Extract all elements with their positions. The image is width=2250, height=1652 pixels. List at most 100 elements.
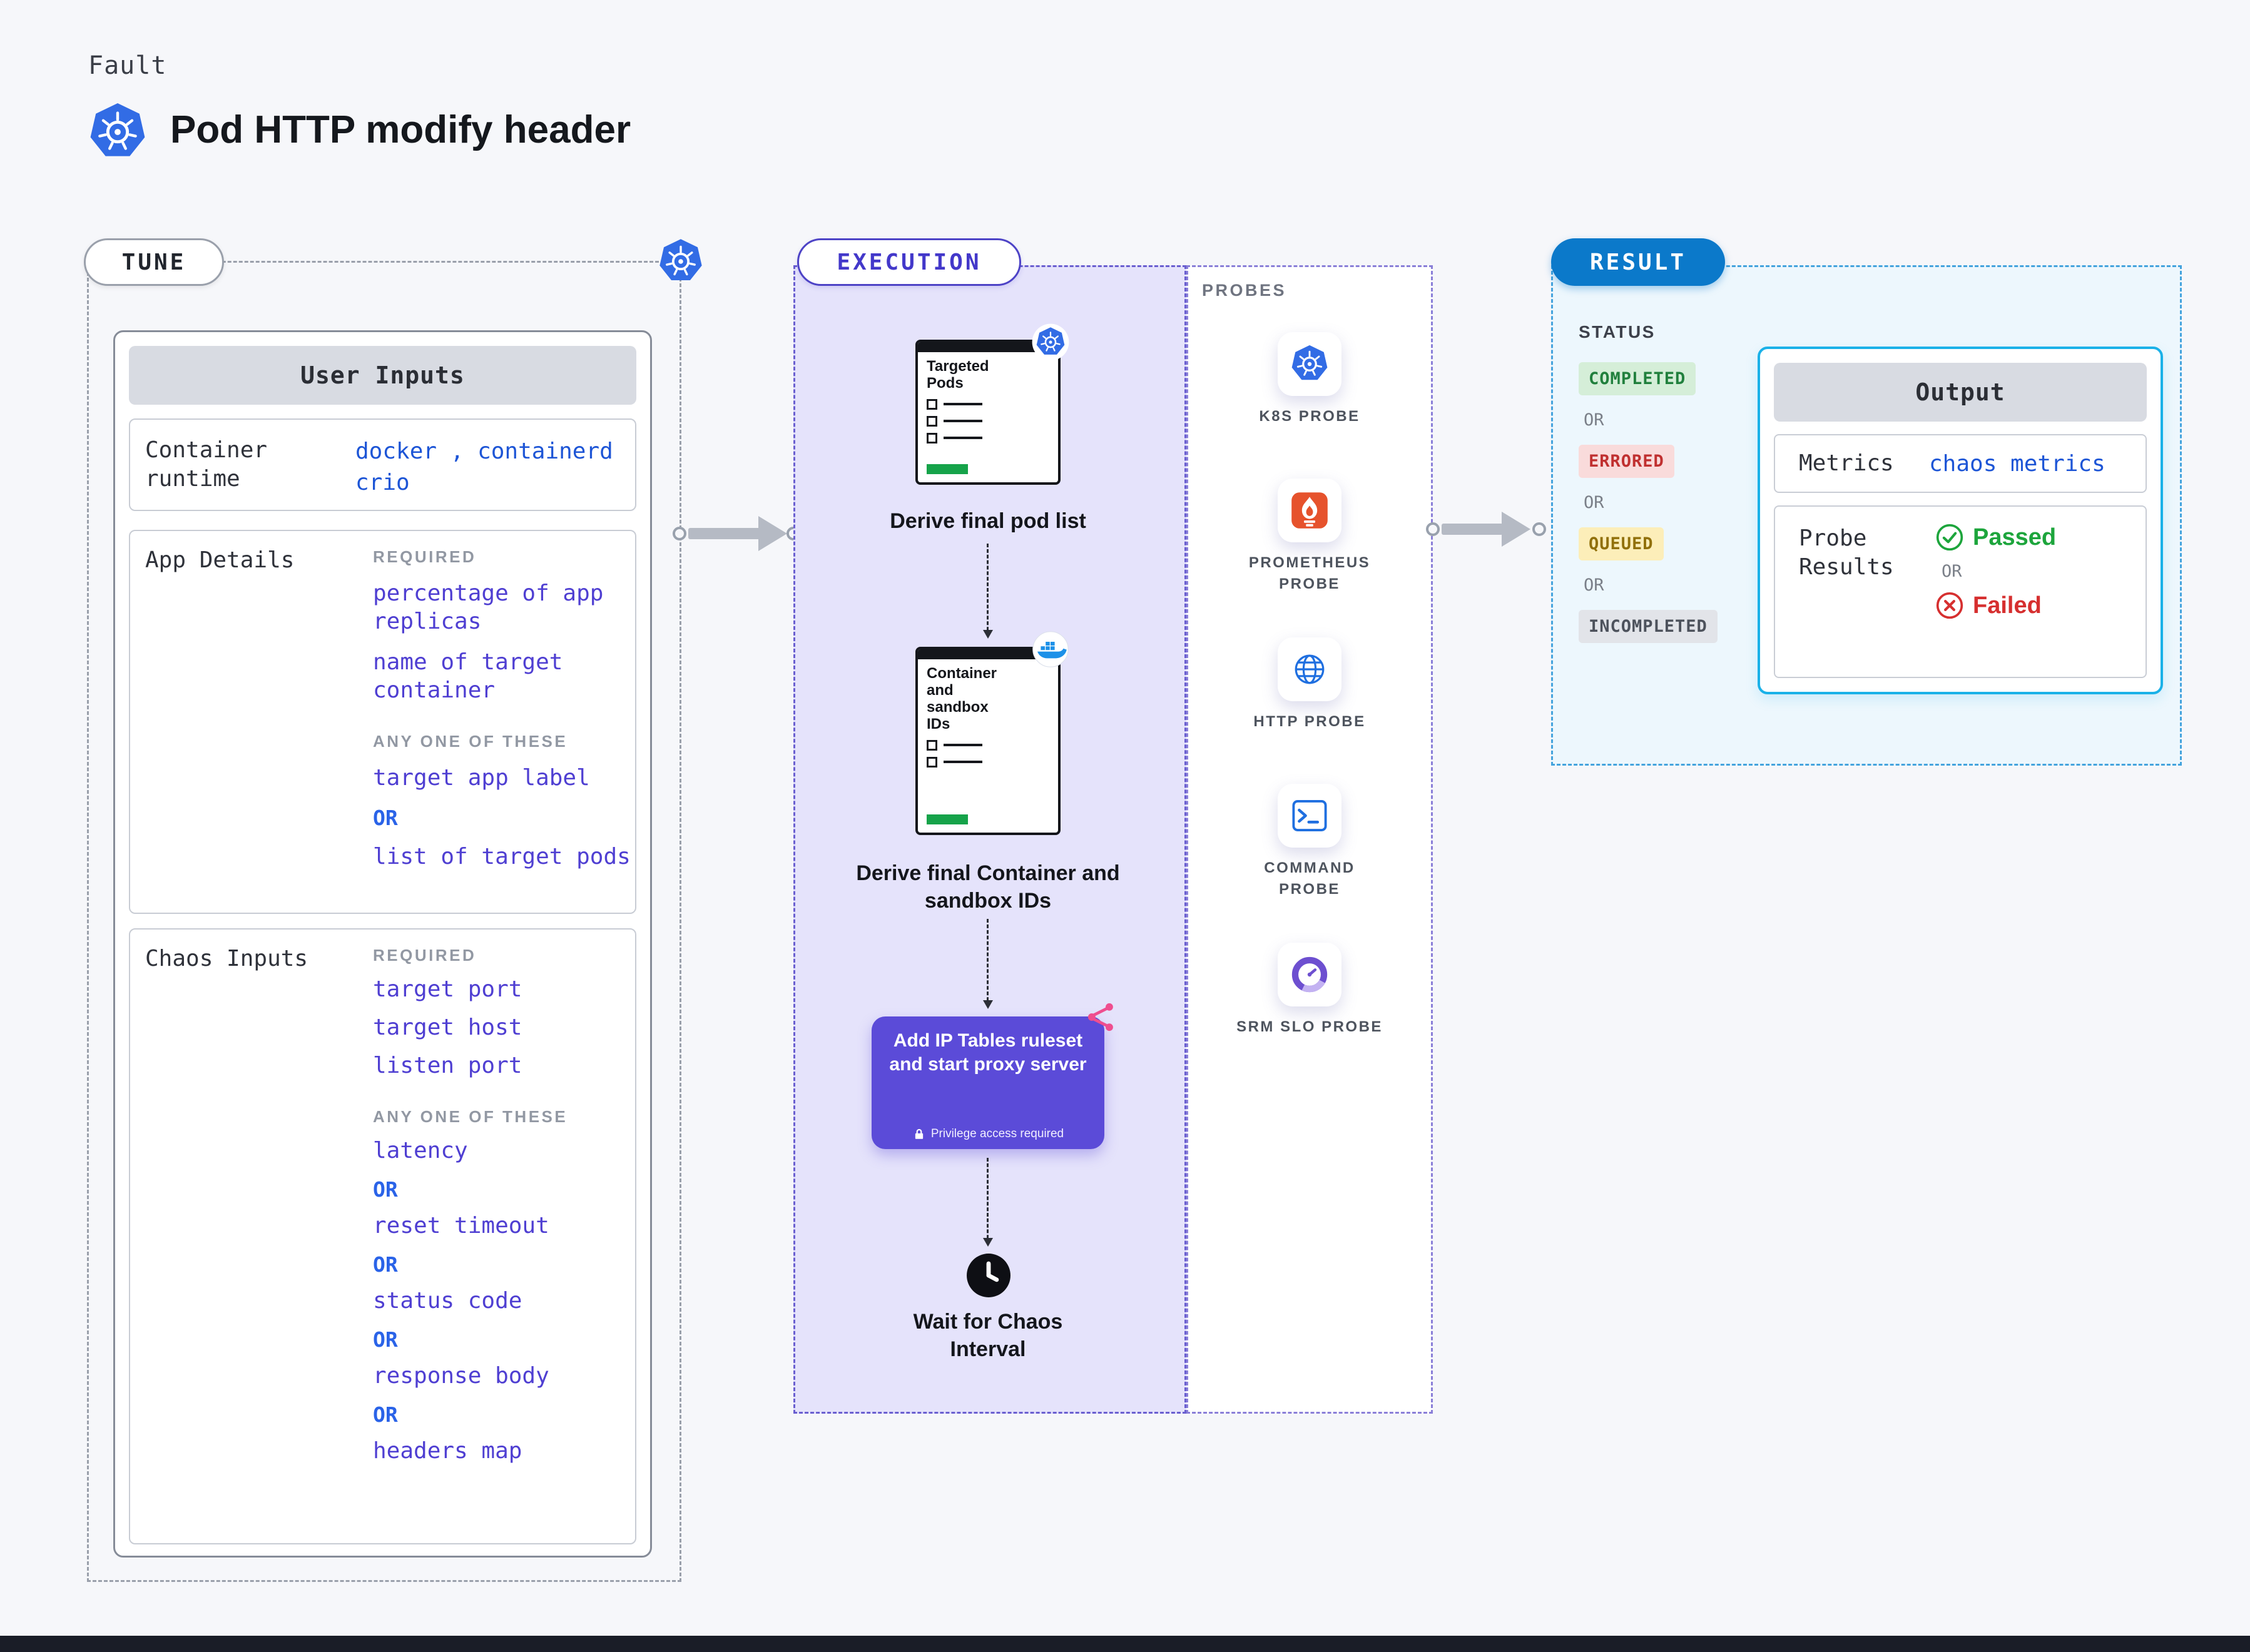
fault-kicker: Fault	[88, 51, 167, 80]
kubernetes-icon	[87, 101, 148, 163]
k8s-probe-icon	[1278, 332, 1341, 396]
output-title: Output	[1774, 363, 2147, 422]
check-circle-icon	[1935, 523, 1964, 552]
list-line	[944, 744, 982, 746]
connector-dot	[1532, 522, 1546, 536]
card-titlebar	[918, 342, 1058, 352]
input-item: list of target pods	[373, 844, 631, 869]
container-ids-card: Container and sandbox IDs	[915, 647, 1061, 835]
app-details-group: App Details REQUIRED percentage of app r…	[129, 530, 636, 914]
checklist-row	[918, 430, 1058, 447]
runtime-separator: ,	[437, 438, 478, 464]
or-label: OR	[1584, 493, 1604, 512]
result-section: STATUS COMPLETED OR ERRORED OR QUEUED OR…	[1551, 265, 2182, 766]
failed-line: Failed	[1935, 591, 2056, 620]
docker-icon	[1032, 631, 1069, 668]
http-probe-icon	[1278, 637, 1341, 701]
privilege-badge: Privilege access required	[872, 1127, 1104, 1141]
any-one-label: ANY ONE OF THESE	[373, 1107, 568, 1126]
step-caption: Derive final Container and sandbox IDs	[856, 861, 1120, 913]
input-item: target app label	[373, 765, 590, 791]
action-text: Add IP Tables ruleset and start proxy se…	[889, 1030, 1087, 1075]
list-line	[944, 403, 982, 406]
lock-icon	[915, 1128, 924, 1139]
targeted-pods-card: Targeted Pods	[915, 340, 1061, 485]
kubernetes-icon	[1032, 323, 1069, 361]
probe-results-label: Probe Results	[1799, 525, 1894, 580]
input-item: listen port	[373, 1053, 522, 1078]
output-card: Output Metrics chaos metrics Probe Resul…	[1758, 347, 2163, 694]
input-item: response body	[373, 1363, 549, 1389]
probe-srm-slo: SRM SLO PROBE	[1188, 943, 1431, 1038]
passed-label: Passed	[1973, 524, 2057, 550]
probes-label: PROBES	[1202, 281, 1287, 300]
status-badge-queued: QUEUED	[1579, 527, 1664, 560]
checkbox-icon	[927, 415, 937, 427]
checklist-row	[918, 754, 1058, 771]
srm-slo-probe-icon	[1278, 943, 1341, 1006]
input-item: target host	[373, 1015, 522, 1040]
passed-line: Passed	[1935, 523, 2056, 552]
list-line	[944, 437, 982, 440]
status-label: STATUS	[1579, 322, 1656, 342]
probe-label: SRM SLO PROBE	[1236, 1018, 1383, 1035]
probes-section: PROBES K8S PROBE PROMETHEUS PROBE HTTP P…	[1186, 265, 1433, 1414]
failed-label: Failed	[1973, 592, 2042, 619]
required-label: REQUIRED	[373, 946, 477, 965]
list-line	[944, 761, 982, 763]
checklist-row	[918, 737, 1058, 754]
privilege-badge-text: Privilege access required	[930, 1127, 1064, 1140]
required-label: REQUIRED	[373, 547, 477, 566]
input-item: status code	[373, 1288, 522, 1314]
chaos-icon	[1084, 1000, 1118, 1034]
checkbox-icon	[927, 756, 937, 768]
probe-label: HTTP PROBE	[1253, 713, 1366, 730]
progress-bar	[927, 814, 968, 824]
checkbox-icon	[927, 739, 937, 751]
iptables-action-box: Add IP Tables ruleset and start proxy se…	[872, 1016, 1104, 1149]
or-label: OR	[1942, 562, 1962, 581]
footer-bar	[0, 1636, 2250, 1652]
input-item: latency	[373, 1138, 468, 1163]
probe-command: COMMAND PROBE	[1188, 784, 1431, 899]
input-item: target port	[373, 976, 522, 1002]
flow-arrowhead	[1502, 512, 1530, 547]
probe-k8s: K8S PROBE	[1188, 332, 1431, 427]
container-runtime-row: Container runtime docker , containerd cr…	[129, 418, 636, 511]
probe-label: K8S PROBE	[1259, 408, 1360, 425]
flow-arrow	[1442, 524, 1503, 535]
connector-dot	[673, 527, 686, 540]
wait-caption: Wait for Chaos Interval	[913, 1310, 1063, 1362]
flow-arrowhead	[758, 516, 787, 551]
page-title: Pod HTTP modify header	[170, 108, 631, 151]
flow-connector	[983, 544, 993, 639]
runtime-value: containerd	[477, 438, 613, 464]
connector-dot	[1426, 522, 1440, 536]
probe-http: HTTP PROBE	[1188, 637, 1431, 732]
probe-results-row: Probe Results Passed OR Failed	[1774, 505, 2147, 678]
input-item: headers map	[373, 1438, 522, 1464]
tune-section	[87, 261, 681, 1582]
status-badge-errored: ERRORED	[1579, 445, 1674, 478]
container-runtime-label: Container runtime	[145, 437, 268, 492]
input-item: reset timeout	[373, 1213, 549, 1239]
metrics-row: Metrics chaos metrics	[1774, 434, 2147, 493]
checkbox-icon	[927, 432, 937, 443]
probe-label: PROMETHEUS PROBE	[1248, 554, 1371, 592]
input-item: name of target container	[373, 649, 563, 703]
status-list: COMPLETED OR ERRORED OR QUEUED OR INCOMP…	[1579, 362, 1718, 643]
or-label: OR	[373, 806, 398, 830]
runtime-value: docker	[355, 438, 437, 464]
kubernetes-icon	[657, 238, 705, 285]
list-line	[944, 420, 982, 423]
chaos-inputs-group: Chaos Inputs REQUIRED target port target…	[129, 928, 636, 1544]
execution-section: Targeted Pods Derive final pod list Cont…	[793, 265, 1186, 1414]
or-label: OR	[373, 1177, 398, 1202]
runtime-value: crio	[355, 470, 410, 495]
input-item: percentage of app replicas	[373, 580, 604, 634]
app-details-label: App Details	[145, 547, 295, 573]
checkbox-icon	[927, 398, 937, 410]
step-caption: Derive final pod list	[890, 509, 1086, 533]
card-titlebar	[918, 649, 1058, 659]
